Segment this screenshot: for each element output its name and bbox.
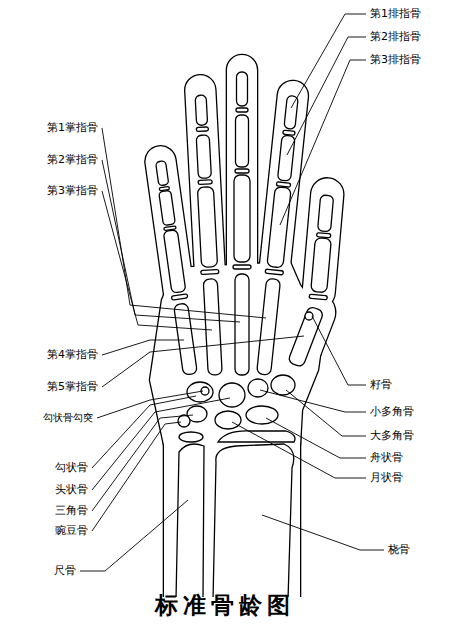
ring-finger-bones-part: [196, 135, 211, 179]
index-finger-bones: [255, 95, 302, 375]
carpal-bones-part: [187, 382, 213, 402]
leader-lines-part: [260, 390, 366, 412]
bone-label: 第4掌指骨: [47, 348, 98, 362]
bone-label: 桡骨: [388, 543, 410, 557]
ring-finger-bones-part: [197, 187, 217, 268]
little-finger-bones-part: [159, 190, 176, 225]
leader-lines-part: [92, 415, 193, 511]
leader-lines-part: [102, 128, 266, 318]
bone-label: 第3掌指骨: [47, 184, 98, 198]
leader-lines-part: [312, 316, 366, 385]
middle-finger-bones-part: [235, 169, 249, 173]
ring-finger-bones-part: [196, 127, 208, 132]
little-finger-bones-part: [156, 161, 169, 186]
carpal-bones-part: [219, 383, 245, 407]
ring-finger-bones-part: [195, 95, 208, 126]
leader-lines-part: [232, 422, 366, 478]
bone-label: 大多角骨: [370, 429, 414, 443]
leader-lines-part: [97, 391, 203, 418]
carpal-bones-part: [178, 415, 190, 427]
bone-label: 勾状骨: [55, 461, 88, 475]
bone-label: 三角骨: [55, 504, 88, 518]
ring-finger-bones-part: [203, 279, 222, 376]
carpal-bones-part: [271, 375, 295, 395]
bone-label: 第2掌指骨: [47, 153, 98, 167]
sesamoid-bone: [305, 312, 313, 320]
thumb-bones: [309, 195, 336, 300]
leader-lines-part: [291, 14, 366, 108]
index-finger-bones-part: [267, 187, 291, 268]
leader-lines-part: [92, 422, 181, 531]
little-finger-bones-part: [171, 294, 187, 300]
sesamoid-bone-part: [305, 312, 313, 320]
index-finger-bones-part: [276, 182, 290, 187]
leader-lines-part: [262, 515, 384, 550]
leader-lines-part: [102, 191, 212, 330]
thumb-bones-part: [318, 195, 334, 232]
index-finger-bones-part: [277, 135, 295, 181]
little-finger-bones-part: [174, 303, 198, 375]
leader-lines-part: [266, 418, 366, 458]
bone-label: 第3排指骨: [370, 53, 421, 67]
diagram-title: 标准骨龄图: [0, 590, 450, 620]
bone-label: 豌豆骨: [55, 524, 88, 538]
bone-label: 第1排指骨: [370, 7, 421, 21]
middle-finger-bones-part: [233, 265, 251, 269]
hand-outline: [144, 55, 345, 639]
little-finger-bones-part: [163, 230, 185, 293]
ring-finger-bones-part: [201, 270, 219, 275]
leader-lines: [80, 14, 384, 571]
carpal-bones: [178, 375, 295, 429]
forearm-bones-part: [179, 432, 203, 442]
ring-finger-bones-part: [198, 180, 212, 185]
bone-label: 尺骨: [54, 564, 76, 578]
index-finger-bones-part: [283, 130, 295, 135]
bone-label: 第1掌指骨: [47, 121, 98, 135]
leader-lines-part: [102, 340, 184, 355]
leader-lines-part: [102, 336, 304, 387]
carpal-bones-part: [248, 379, 268, 397]
leader-lines-part: [92, 396, 196, 468]
middle-finger-bones-part: [234, 175, 250, 262]
leader-lines-part: [280, 60, 366, 225]
bone-label: 籽骨: [370, 378, 392, 392]
bone-label: 第5掌指骨: [47, 380, 98, 394]
little-finger-bones-part: [164, 226, 176, 231]
bone-label: 月状骨: [370, 471, 403, 485]
middle-finger-bones-part: [236, 115, 249, 167]
bone-label: 小多角骨: [370, 405, 414, 419]
leader-lines-part: [286, 390, 366, 436]
index-finger-bones-part: [284, 95, 298, 129]
little-finger-bones: [153, 160, 199, 375]
bone-label: 头状骨: [55, 483, 88, 497]
middle-finger-bones-part: [236, 108, 248, 112]
carpal-bones-part: [246, 406, 278, 424]
leader-lines-part: [80, 500, 188, 571]
forearm-bones: [176, 431, 295, 600]
leader-lines-part: [287, 37, 366, 155]
index-finger-bones-part: [265, 269, 283, 275]
hand-fill: [144, 55, 345, 639]
little-finger-bones-part: [159, 186, 169, 190]
thumb-bones-part: [311, 238, 332, 293]
ring-finger-bones: [192, 95, 225, 376]
middle-finger-bones-part: [235, 274, 249, 375]
forearm-bones-part: [176, 444, 204, 600]
thumb-bones-part: [317, 233, 331, 238]
index-finger-bones-part: [257, 278, 281, 375]
bone-label: 勾状骨勾突: [43, 411, 93, 425]
bone-label: 第2排指骨: [370, 30, 421, 44]
middle-finger-bones: [233, 72, 251, 375]
middle-finger-bones-part: [237, 72, 248, 106]
forearm-bones-part: [218, 431, 295, 442]
leader-lines-part: [102, 160, 240, 322]
carpal-bones-part: [215, 411, 241, 429]
bone-label: 舟状骨: [370, 451, 403, 465]
leader-lines-part: [92, 398, 230, 490]
thumb-bones-part: [309, 294, 327, 300]
